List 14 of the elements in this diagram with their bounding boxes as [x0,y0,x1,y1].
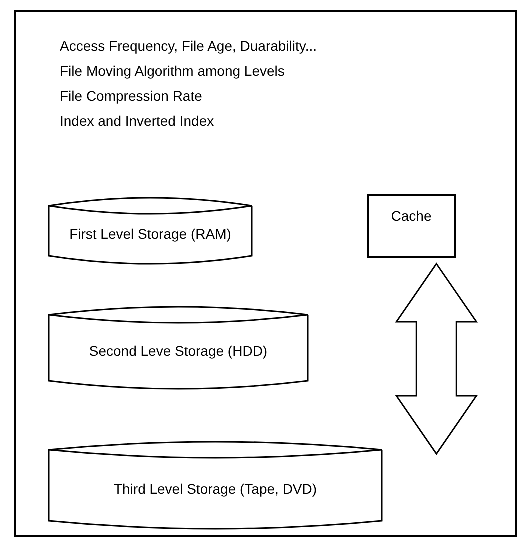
frame-box [14,10,517,537]
storage-label: First Level Storage (RAM) [68,226,232,242]
storage-cylinder [49,307,308,389]
note-text: Index and Inverted Index [60,113,214,129]
note-text: File Moving Algorithm among Levels [60,63,285,79]
cache-box [367,194,456,258]
note-text: Access Frequency, File Age, Duarability... [60,38,318,54]
note-text: File Compression Rate [60,88,202,104]
storage-label: Third Level Storage (Tape, DVD) [112,480,318,496]
storage-label: Second Leve Storage (HDD) [88,343,269,359]
double-arrow [395,262,478,456]
storage-cylinder [49,442,382,529]
cache-label: Cache [390,208,433,224]
storage-cylinder [49,198,252,264]
